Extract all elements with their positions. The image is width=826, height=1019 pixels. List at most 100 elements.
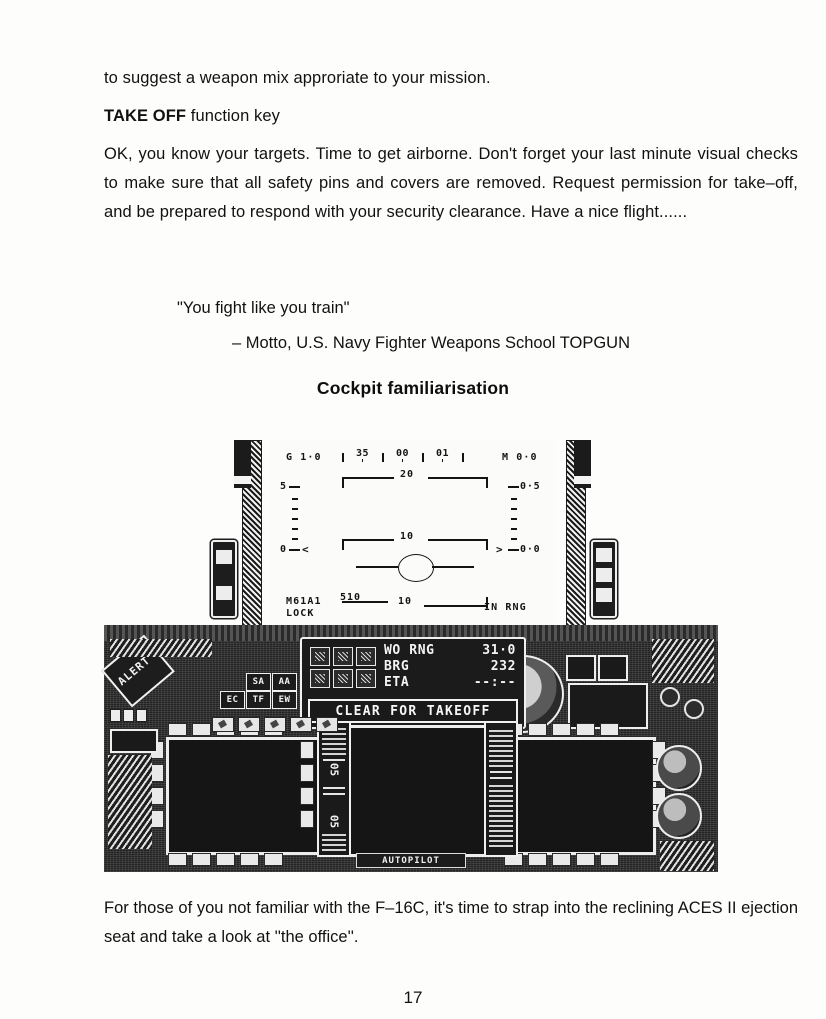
heading-value-3: 01 [436,448,450,459]
mfd-button[interactable] [150,764,164,782]
ladder-cap [486,597,488,608]
quote-attribution: – Motto, U.S. Navy Fighter Weapons Schoo… [232,334,630,352]
hud-in-range-status: IN RNG [484,602,527,613]
canopy-mirror-right [591,540,617,618]
ladder-cap [342,539,344,550]
autopilot-indicator: AUTOPILOT [356,853,466,868]
mfd-button[interactable] [552,723,571,736]
console-icon-button[interactable] [310,647,330,666]
mode-button-ew[interactable]: EW [272,691,297,709]
hud-range-value: 510 [340,592,362,603]
mode-button-tf[interactable]: TF [246,691,271,709]
warning-light [123,709,134,722]
knob-right-2[interactable] [684,699,704,719]
paragraph-intro-wrap: to suggest a weapon mix approriate to yo… [104,64,798,93]
mfd-button[interactable] [150,810,164,828]
hud-heading-tape: 35 00 01 [342,448,490,464]
heading-minor-tick [362,459,364,462]
hud-g-force: G 1·0 [286,452,322,463]
mode-button-sa[interactable]: SA [246,673,271,691]
paragraph-heading-wrap: TAKE OFF function key [104,102,798,131]
knob-right-1[interactable] [660,687,680,707]
mode-button-aa[interactable]: AA [272,673,297,691]
fpm-right-wing [432,566,474,568]
pitch-ladder-20: 20 [342,468,490,488]
ladder-cap [486,477,488,488]
switch-row[interactable] [212,717,338,732]
mfd-button[interactable] [192,723,211,736]
nav-value-rng: 31·0 [482,643,516,658]
mirror-segment [596,568,612,582]
mfd-button[interactable] [216,853,235,866]
mfd-center[interactable] [336,725,488,857]
function-key-suffix: function key [186,107,281,125]
hud-mach-scale: 0·5 > 0·0 [496,481,546,564]
tape-marker [323,759,345,761]
fpm-left-wing [356,566,398,568]
mfd-button[interactable] [300,741,314,759]
mode-button-ec[interactable]: EC [220,691,245,709]
tape-value-upper: 05 [327,762,341,777]
mfd-button[interactable] [528,723,547,736]
console-icon-button[interactable] [356,647,376,666]
engine-tape-left: 05 05 [317,721,351,857]
mach-top-label: 0·5 [520,481,541,492]
scale-major-tick [289,549,300,551]
heading-minor-tick [402,459,404,462]
hud-bottom-pitch: 10 [398,596,413,607]
instrument-panel: ALERT SA AA EC TF EW [101,625,718,872]
console-icon-button[interactable] [333,669,353,688]
navigation-readout: WO RNG 31·0 BRG 232 ETA --:-- [384,643,516,691]
mfd-button[interactable] [576,723,595,736]
mfd-button[interactable] [150,787,164,805]
panel-hatching-left [110,639,212,657]
rail-nub-left [234,476,251,484]
pitch-ladder-10: 10 [342,530,490,550]
mfd-button[interactable] [600,723,619,736]
mfd-button[interactable] [168,853,187,866]
icon-button-grid[interactable] [310,647,376,688]
mfd-button[interactable] [300,764,314,782]
mfd-button[interactable] [552,853,571,866]
panel-switch[interactable] [238,717,260,732]
panel-switch[interactable] [212,717,234,732]
scale-minor-tick [511,538,517,540]
console-icon-button[interactable] [356,669,376,688]
mfd-left[interactable] [166,737,320,855]
panel-switch[interactable] [290,717,312,732]
mfd-button[interactable] [168,723,187,736]
flight-path-marker-icon [398,554,434,582]
function-key-heading: TAKE OFF function key [104,102,798,131]
nav-label-eta: ETA [384,675,410,690]
mfd-button[interactable] [600,853,619,866]
tape-marker [323,793,345,795]
scale-minor-tick [292,528,298,530]
mfd-button[interactable] [300,810,314,828]
mfd-right-top-buttons[interactable] [504,723,619,736]
mfd-left-inner-buttons[interactable] [300,741,314,828]
mfd-button[interactable] [300,787,314,805]
mfd-button[interactable] [192,853,211,866]
mfd-button[interactable] [528,853,547,866]
scale-minor-tick [292,538,298,540]
heading-tick [382,453,384,462]
scale-major-tick [508,486,519,488]
mfd-left-side-buttons[interactable] [150,741,164,828]
mfd-right-bottom-buttons[interactable] [504,853,619,866]
ladder-segment [428,539,488,541]
console-icon-button[interactable] [310,669,330,688]
scale-minor-tick [511,518,517,520]
panel-switch[interactable] [264,717,286,732]
panel-switch[interactable] [316,717,338,732]
mfd-right[interactable] [502,737,656,855]
console-icon-button[interactable] [333,647,353,666]
mfd-button[interactable] [264,853,283,866]
mfd-left-bottom-buttons[interactable] [168,853,283,866]
right-side-hatching [660,841,714,871]
mfd-button[interactable] [576,853,595,866]
mfd-button[interactable] [240,853,259,866]
heading-tick [462,453,464,462]
warning-lights-cluster[interactable] [110,709,147,722]
rail-nub-right [574,476,591,484]
